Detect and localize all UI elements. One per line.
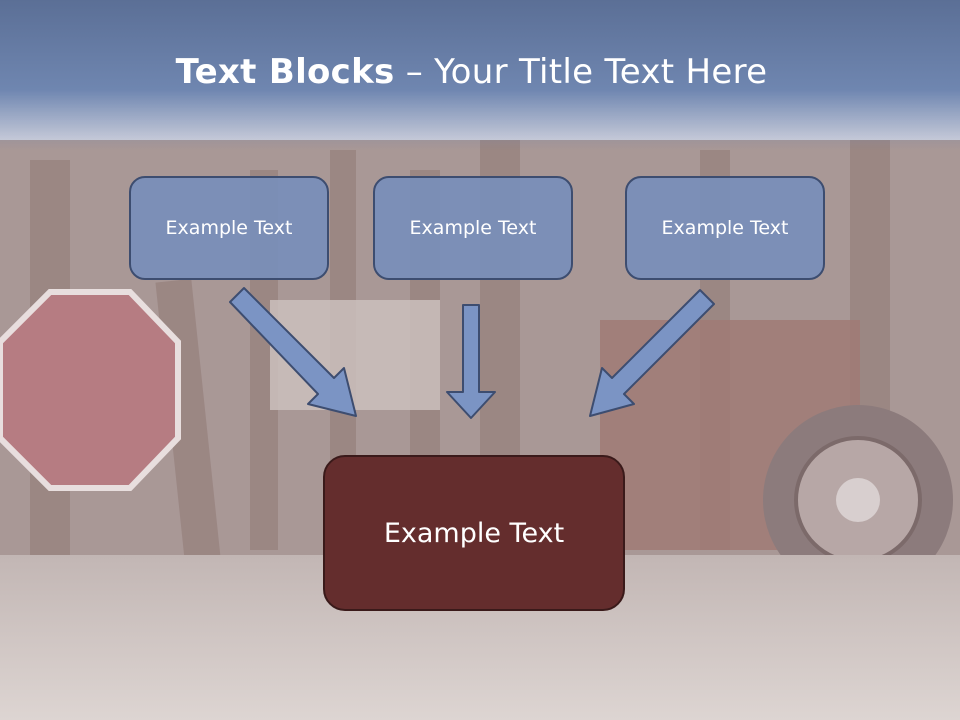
text-block-3[interactable]: Example Text [625, 176, 825, 280]
arrow-center [446, 304, 496, 419]
text-block-3-label: Example Text [661, 217, 789, 239]
title-bold-part: Text Blocks [175, 52, 395, 92]
text-block-1[interactable]: Example Text [129, 176, 329, 280]
slide-title[interactable]: Text Blocks – Your Title Text Here [0, 52, 943, 92]
text-block-2[interactable]: Example Text [373, 176, 573, 280]
title-rest-part: – Your Title Text Here [394, 52, 768, 92]
wheel-shape [763, 405, 953, 595]
arrow-left [229, 287, 357, 417]
main-text-block[interactable]: Example Text [323, 455, 625, 611]
text-block-2-label: Example Text [409, 217, 537, 239]
arrow-right [589, 289, 715, 417]
main-text-block-label: Example Text [383, 517, 565, 549]
title-band [0, 0, 960, 150]
text-block-1-label: Example Text [165, 217, 293, 239]
stop-sign-shape [0, 289, 181, 491]
